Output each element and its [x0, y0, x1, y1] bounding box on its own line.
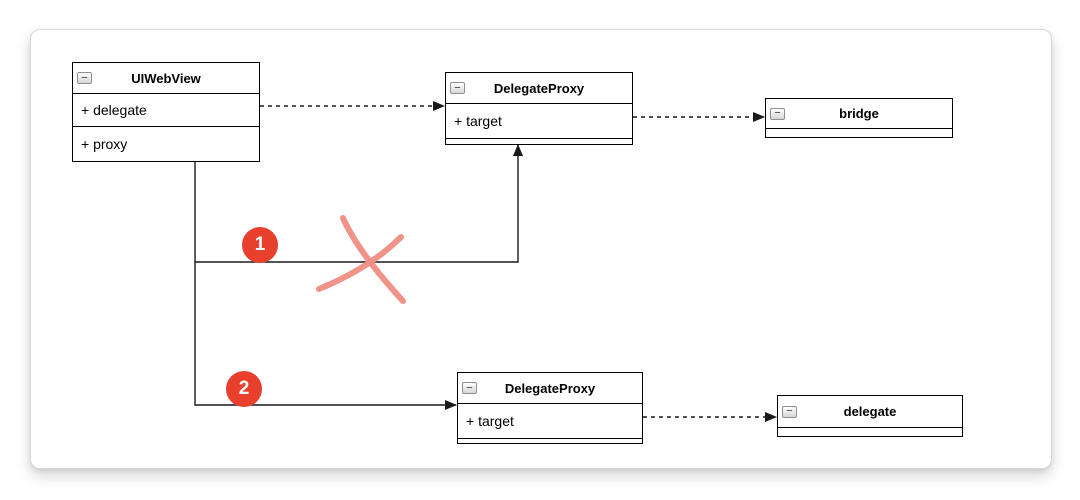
collapse-icon[interactable]: − [77, 72, 92, 84]
cross-out-annotation [316, 215, 406, 304]
class-header: − DelegateProxy [446, 73, 632, 103]
class-field-delegate[interactable]: + delegate [73, 93, 259, 126]
annotation-badge-2: 2 [226, 371, 262, 407]
class-methods-section [458, 438, 642, 443]
class-title: UIWebView [131, 70, 201, 86]
edge-uiwebview-to-delegateproxy-top [194, 144, 523, 263]
class-header: − DelegateProxy [458, 373, 642, 403]
class-field-proxy[interactable]: + proxy [73, 126, 259, 161]
class-title: DelegateProxy [504, 380, 596, 396]
class-field-target[interactable]: + target [446, 103, 632, 138]
annotation-badge-1: 1 [242, 227, 278, 263]
class-title: DelegateProxy [493, 80, 585, 96]
class-title: delegate [843, 404, 897, 419]
class-box-delegate[interactable]: − delegate [777, 395, 963, 437]
collapse-icon[interactable]: − [770, 107, 785, 120]
class-box-uiwebview[interactable]: − UIWebView + delegate + proxy [72, 62, 260, 162]
edge-uiwebview-to-delegateproxy-bottom [194, 262, 457, 410]
class-header: − bridge [766, 99, 952, 128]
class-title: bridge [839, 106, 879, 121]
class-body-section [778, 427, 962, 436]
collapse-icon[interactable]: − [450, 82, 465, 94]
class-box-bridge[interactable]: − bridge [765, 98, 953, 138]
class-box-delegateproxy-bottom[interactable]: − DelegateProxy + target [457, 372, 643, 444]
class-methods-section [446, 138, 632, 144]
class-body-section [766, 128, 952, 137]
class-field-target[interactable]: + target [458, 403, 642, 438]
class-header: − UIWebView [73, 63, 259, 93]
collapse-icon[interactable]: − [782, 405, 797, 418]
class-box-delegateproxy-top[interactable]: − DelegateProxy + target [445, 72, 633, 145]
class-header: − delegate [778, 396, 962, 427]
collapse-icon[interactable]: − [462, 382, 477, 394]
